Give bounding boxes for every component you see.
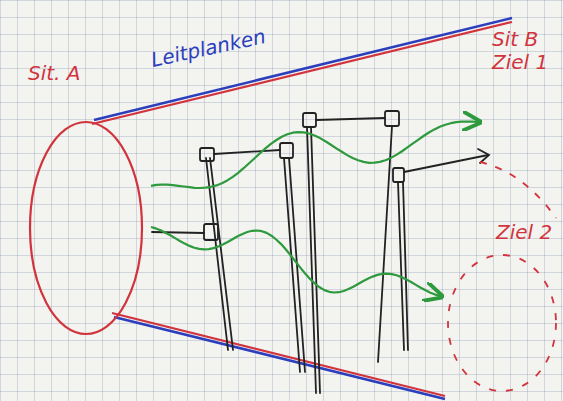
goal-region: Ziel 2: [440, 215, 560, 395]
gate-structures: [152, 111, 489, 393]
node-outline: [22, 62, 151, 337]
node-label: Sit B: [492, 28, 560, 51]
guard-rail-lower: [112, 313, 445, 399]
node-label: Ziel 1: [492, 51, 560, 74]
goal-region: Sit BZiel 1: [478, 22, 560, 222]
annotation-label: Leitplanken: [149, 24, 268, 72]
start-situation: Sit. A: [22, 62, 151, 337]
node-label: Sit. A: [28, 62, 151, 85]
trajectory-arrow: [151, 227, 440, 296]
node-label: Ziel 2: [496, 221, 560, 244]
guard-rail-upper: [92, 18, 512, 124]
trajectory-arrow: [151, 122, 478, 188]
